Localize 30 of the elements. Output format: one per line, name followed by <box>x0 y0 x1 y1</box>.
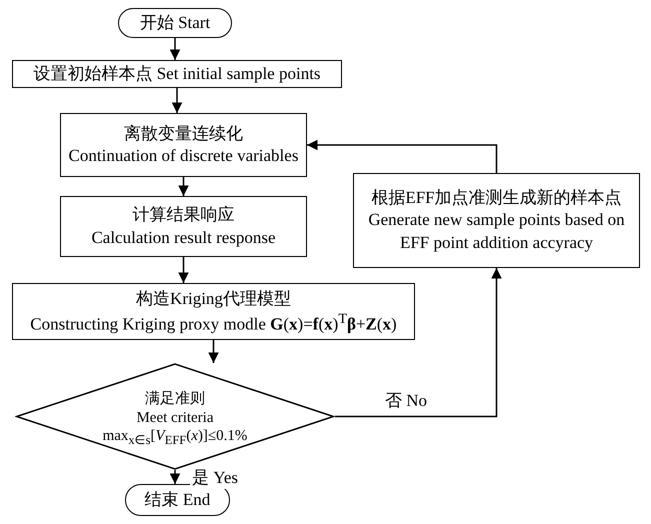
node-text: 满足准则 <box>145 390 205 409</box>
process-box <box>12 283 415 340</box>
node-text: Constructing Kriging proxy modle G(x)=f(x)$^{T}$β+Z(x) <box>30 310 397 336</box>
arrow <box>335 268 502 418</box>
node-text: Calculation result response <box>91 226 276 249</box>
node-text: Continuation of discrete variables <box>68 145 298 167</box>
arrow <box>178 257 189 283</box>
node-text: 构造Kriging代理模型 <box>136 288 291 310</box>
process-box <box>12 60 342 88</box>
decision-diamond <box>15 363 335 470</box>
process-box <box>353 173 640 268</box>
arrow <box>170 470 180 484</box>
node-text: Meet criteria <box>136 408 214 428</box>
arrow <box>307 140 498 173</box>
node-text: 计算结果响应 <box>132 204 234 226</box>
node-text: 设置初始样本点 Set initial sample points <box>33 62 321 85</box>
arrow <box>170 38 180 60</box>
arrow <box>172 88 182 113</box>
node-text: 离散变量连续化 <box>124 122 243 145</box>
terminal-box <box>118 8 232 38</box>
node-text: Generate new sample points based on EFF point addition accyracy <box>367 209 626 254</box>
node-text: 开始 Start <box>140 12 210 34</box>
process-box <box>60 113 307 177</box>
node-text: 结束 End <box>144 488 210 511</box>
arrow <box>178 177 189 196</box>
arrow <box>208 340 219 363</box>
process-box <box>60 196 307 257</box>
terminal-box <box>125 484 230 516</box>
node-text: max$_{x∈s}$[V$_{EFF}$(x)]≤0.1% <box>102 427 248 450</box>
node-text: 根据EFF加点准测生成新的样本点 <box>371 187 622 210</box>
